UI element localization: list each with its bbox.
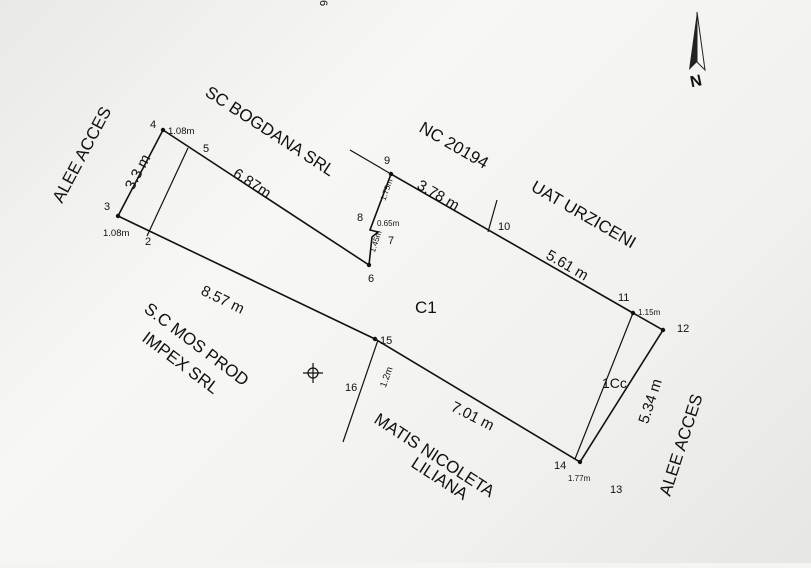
point-5-label: 5: [203, 143, 209, 155]
point-11-marker: [630, 310, 636, 316]
point-4-marker: [160, 127, 166, 133]
parcel-boundary: [117, 128, 665, 464]
line-11-14: [574, 312, 634, 460]
point-9-label: 9: [384, 155, 390, 167]
line-ext-9: [349, 149, 392, 175]
point-14-label: 14: [554, 460, 566, 472]
neighbor-uat-urziceni: UAT URZICENI: [528, 177, 639, 252]
dim-11-12: 1.15m: [638, 308, 661, 317]
point-markers: [115, 127, 666, 465]
point-11-label: 11: [618, 292, 629, 304]
building-label: 1Cc: [602, 375, 627, 391]
point-labels: 3 4 5 2 6 7 8 9 10 11 12 13 14 15 16: [104, 119, 689, 496]
dim-3-4: 3.3 m: [122, 152, 155, 193]
point-15-marker: [372, 336, 378, 342]
line-10-neighbor: [487, 199, 498, 233]
dim-4-5: 1.08m: [168, 126, 194, 137]
dim-6-7: 1.45m: [368, 229, 384, 253]
north-arrow-icon: N: [689, 11, 706, 91]
point-13-marker: [577, 459, 583, 465]
dim-15-16: 1.2m: [378, 365, 396, 389]
neighbor-alee-acces-right: ALEE ACCES: [656, 392, 707, 499]
parcel-label: C1: [415, 298, 437, 317]
dim-10-11: 5.61 m: [543, 247, 591, 285]
neighbor-sc-bogdana: SC BOGDANA SRL: [202, 82, 338, 180]
dim-8-9: 1.75m: [379, 178, 395, 202]
point-12-label: 12: [677, 323, 689, 335]
north-label: N: [689, 72, 704, 91]
point-6-label: 6: [368, 273, 374, 285]
point-15-label: 15: [380, 335, 392, 347]
point-9-marker: [388, 171, 394, 177]
point-7-label: 7: [388, 235, 394, 247]
point-10-label: 10: [498, 221, 510, 233]
dim-16-14: 7.01 m: [448, 398, 497, 434]
survey-target-icon: [303, 363, 323, 383]
line-5-2: [146, 147, 189, 237]
top-fragment-label: 6: [317, 0, 329, 6]
point-8-label: 8: [357, 212, 363, 224]
point-6-marker: [366, 262, 372, 268]
dim-14-13: 1.77m: [568, 474, 591, 483]
dim-2-16: 8.57 m: [198, 282, 247, 317]
point-12-marker: [660, 327, 666, 333]
dim-12-13: 5.34 m: [635, 377, 665, 426]
dim-9-10: 3.78 m: [414, 177, 462, 215]
dim-7-8: 0.65m: [377, 219, 400, 228]
point-3-label: 3: [104, 201, 110, 213]
point-13-label: 13: [610, 484, 622, 496]
point-3-marker: [115, 213, 121, 219]
neighbor-nc-20194: NC 20194: [416, 118, 492, 173]
dim-5-6: 6.87m: [230, 165, 274, 202]
point-16-label: 16: [345, 382, 357, 394]
point-4-label: 4: [150, 119, 156, 131]
boundary-polyline: [117, 128, 665, 464]
point-2-label: 2: [145, 236, 151, 248]
neighbor-labels: ALEE ACCES SC BOGDANA SRL NC 20194 UAT U…: [49, 82, 707, 504]
neighbor-alee-acces-left: ALEE ACCES: [49, 104, 115, 206]
line-15-16: [342, 339, 379, 443]
dim-3-2: 1.08m: [103, 228, 129, 239]
